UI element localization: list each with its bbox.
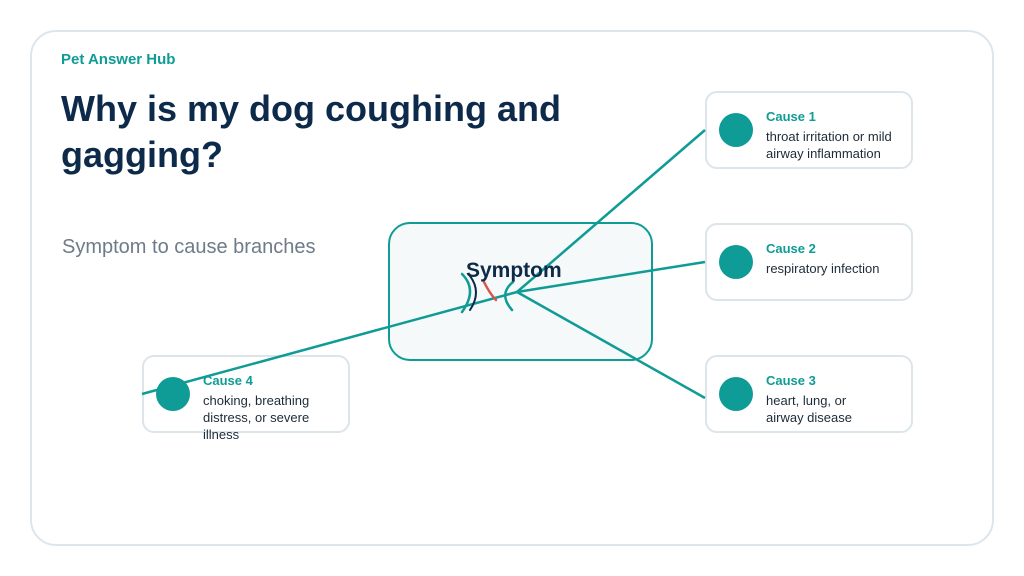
cause-4-dot bbox=[156, 377, 190, 411]
cause-2-dot bbox=[719, 245, 753, 279]
cause-3-title: Cause 3 bbox=[766, 373, 816, 388]
cause-1-title: Cause 1 bbox=[766, 109, 816, 124]
page-title: Why is my dog coughing and gagging? bbox=[61, 88, 561, 175]
symptom-label: Symptom bbox=[466, 259, 562, 282]
cause-4-title: Cause 4 bbox=[203, 373, 253, 388]
cause-1-dot bbox=[719, 113, 753, 147]
subtitle: Symptom to cause branches bbox=[62, 236, 316, 258]
cause-2-text: respiratory infection bbox=[766, 261, 880, 276]
symptom-node bbox=[388, 222, 653, 361]
cause-4-text: choking, breathing distress, or severe i… bbox=[203, 393, 310, 442]
brand-name: Pet Answer Hub bbox=[61, 51, 176, 68]
cause-2-title: Cause 2 bbox=[766, 241, 816, 256]
cause-1-text: throat irritation or mild airway inflamm… bbox=[766, 129, 892, 161]
cause-3-text: heart, lung, or airway disease bbox=[766, 393, 852, 425]
cause-3-dot bbox=[719, 377, 753, 411]
